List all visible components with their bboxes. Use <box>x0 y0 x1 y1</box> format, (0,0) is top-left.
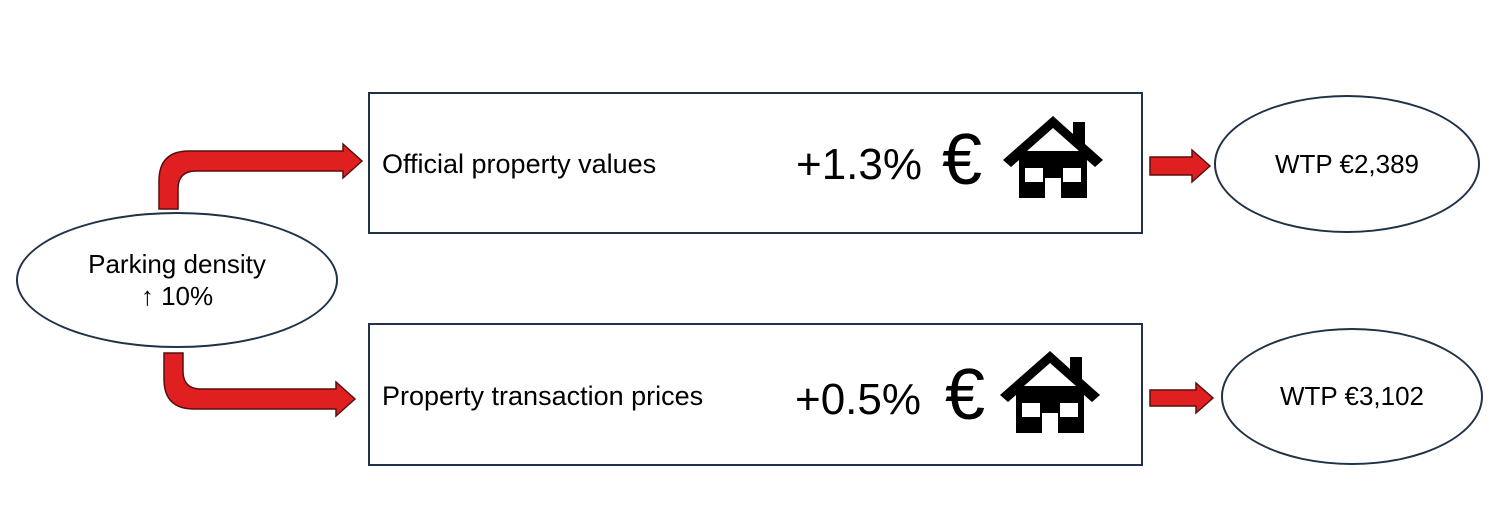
effect-value: +1.3% <box>796 140 922 189</box>
arrow-to-official-values <box>158 142 364 210</box>
official-values-box: Official property values +1.3% € <box>368 92 1143 234</box>
result-value: WTP €3,102 <box>1279 381 1425 411</box>
euro-icon: € <box>942 120 983 200</box>
house-icon <box>1003 116 1103 198</box>
source-change: ↑ 10% <box>140 281 214 311</box>
path-label: Official property values <box>382 149 657 179</box>
effect-value: +0.5% <box>795 375 921 424</box>
arrow-to-result-2 <box>1149 381 1215 415</box>
result-value: WTP €2,389 <box>1274 148 1420 179</box>
source-node: Parking density ↑ 10% <box>16 212 338 348</box>
arrow-to-transaction-prices <box>163 352 357 418</box>
result-node-2: WTP €3,102 <box>1221 328 1483 465</box>
source-title: Parking density <box>88 249 266 279</box>
path-label: Property transaction prices <box>382 381 704 411</box>
euro-icon: € <box>945 355 986 435</box>
house-icon <box>1000 351 1100 433</box>
result-node-1: WTP €2,389 <box>1214 95 1480 233</box>
arrow-to-result-1 <box>1149 148 1212 184</box>
transaction-prices-box: Property transaction prices +0.5% € <box>368 323 1143 466</box>
